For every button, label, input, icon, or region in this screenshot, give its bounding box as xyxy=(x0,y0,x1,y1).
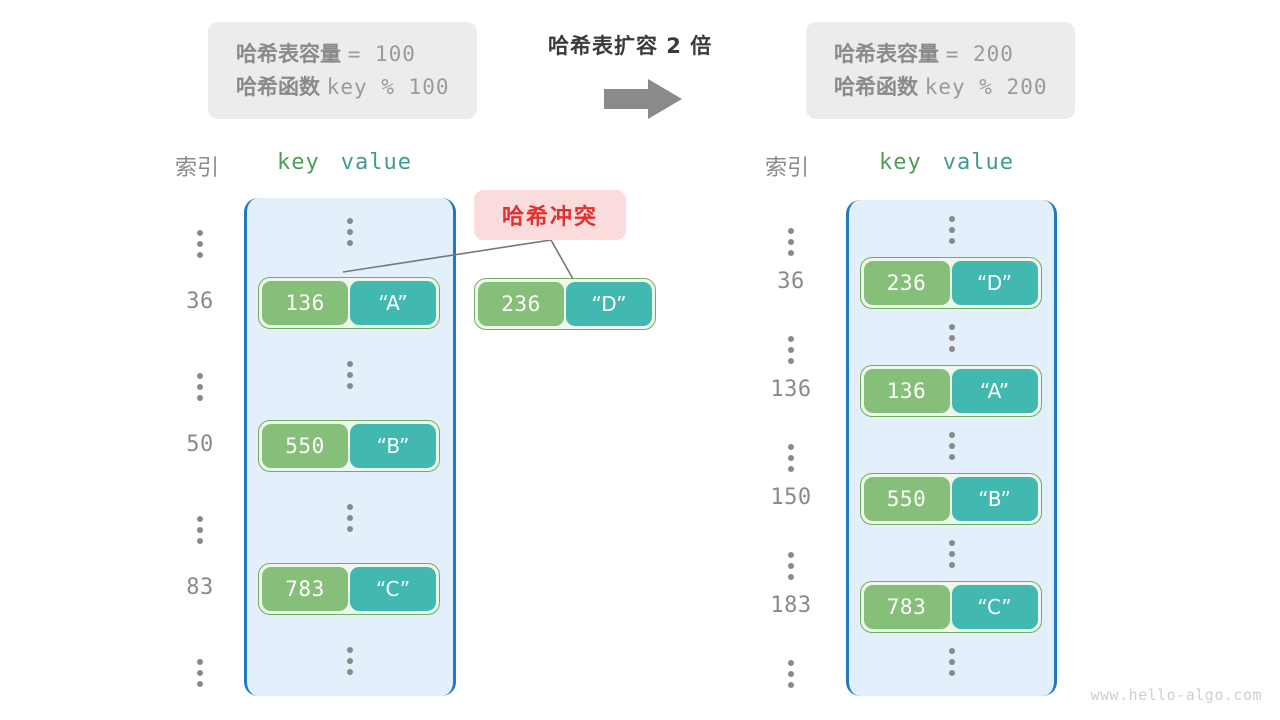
after-info-box: 哈希表容量 = 200 哈希函数 key % 200 xyxy=(806,22,1076,120)
before-header-index: 索引 xyxy=(175,156,220,181)
after-row-ellipsis-4 xyxy=(849,431,1054,461)
after-value-3: “A” xyxy=(951,369,1038,413)
after-header-value: value xyxy=(942,150,1014,175)
after-row-ellipsis-2 xyxy=(849,323,1054,353)
after-header-key: key xyxy=(879,150,922,175)
after-key-5: 550 xyxy=(863,477,950,521)
after-function-line: 哈希函数 key % 200 xyxy=(834,71,1047,104)
after-pair-7: 783“C” xyxy=(859,581,1042,633)
before-function-line: 哈希函数 key % 100 xyxy=(236,71,449,104)
collision-key: 236 xyxy=(478,282,564,326)
before-header-key: key xyxy=(277,150,320,175)
before-row-ellipsis-6 xyxy=(247,646,453,676)
after-function-value: key % 200 xyxy=(924,74,1048,99)
before-index-ellipsis-4 xyxy=(165,503,235,544)
collision-value: “D” xyxy=(566,282,652,326)
after-key-3: 136 xyxy=(863,369,950,413)
before-header-value: value xyxy=(340,150,412,175)
before-info-box: 哈希表容量 = 100 哈希函数 key % 100 xyxy=(208,22,478,120)
before-pair-1: 136“A” xyxy=(258,276,440,329)
before-value-5: “C” xyxy=(350,566,436,611)
before-pair-3: 550“B” xyxy=(258,419,440,472)
before-function-label: 哈希函数 xyxy=(236,74,320,99)
collision-badge: 哈希冲突 xyxy=(474,190,626,240)
before-index-ellipsis-6 xyxy=(165,646,235,687)
after-index-ellipsis-6 xyxy=(752,539,830,580)
after-pair-5: 550“B” xyxy=(859,473,1042,525)
before-key-1: 136 xyxy=(262,280,348,325)
before-key-3: 550 xyxy=(262,423,348,468)
collision-pair: 236 “D” xyxy=(474,278,656,330)
after-value-7: “C” xyxy=(951,585,1038,629)
after-capacity-line: 哈希表容量 = 200 xyxy=(834,38,1047,71)
after-capacity-label: 哈希表容量 xyxy=(834,42,939,66)
after-index-3: 136 xyxy=(770,377,812,402)
after-row-ellipsis-0 xyxy=(849,215,1054,245)
after-capacity-value: = 200 xyxy=(945,42,1014,66)
before-value-3: “B” xyxy=(350,423,436,468)
right-arrow-icon xyxy=(604,79,682,119)
before-capacity-line: 哈希表容量 = 100 xyxy=(236,38,449,71)
before-capacity-label: 哈希表容量 xyxy=(236,42,341,66)
before-function-value: key % 100 xyxy=(326,74,450,99)
watermark: www.hello-algo.com xyxy=(1090,686,1262,704)
after-row-ellipsis-6 xyxy=(849,539,1054,569)
before-index-ellipsis-0 xyxy=(165,217,235,258)
before-row-ellipsis-2 xyxy=(247,360,453,390)
before-index-3: 50 xyxy=(186,431,214,457)
after-header-keyvalue: key value xyxy=(879,150,1014,175)
after-index-ellipsis-0 xyxy=(752,215,830,256)
after-key-1: 236 xyxy=(863,261,950,305)
before-key-5: 783 xyxy=(262,566,348,611)
after-index-ellipsis-8 xyxy=(752,647,830,688)
after-index-5: 150 xyxy=(770,485,812,510)
before-capacity-value: = 100 xyxy=(347,42,416,66)
before-index-1: 36 xyxy=(186,288,214,314)
after-value-5: “B” xyxy=(951,477,1038,521)
after-index-ellipsis-2 xyxy=(752,323,830,364)
after-key-7: 783 xyxy=(863,585,950,629)
after-value-1: “D” xyxy=(951,261,1038,305)
conversion-title: 哈希表扩容 2 倍 xyxy=(548,34,713,58)
after-pair-3: 136“A” xyxy=(859,365,1042,417)
before-row-ellipsis-4 xyxy=(247,503,453,533)
before-index-5: 83 xyxy=(186,574,214,600)
before-value-1: “A” xyxy=(350,280,436,325)
before-row-ellipsis-0 xyxy=(247,217,453,247)
after-index-ellipsis-4 xyxy=(752,431,830,472)
after-pair-1: 236“D” xyxy=(859,257,1042,309)
after-function-label: 哈希函数 xyxy=(834,74,918,99)
after-index-1: 36 xyxy=(777,269,805,294)
after-index-7: 183 xyxy=(770,593,812,618)
before-index-ellipsis-2 xyxy=(165,360,235,401)
after-row-ellipsis-8 xyxy=(849,647,1054,677)
before-header-keyvalue: key value xyxy=(277,150,412,175)
after-header-index: 索引 xyxy=(765,156,810,181)
before-pair-5: 783“C” xyxy=(258,562,440,615)
